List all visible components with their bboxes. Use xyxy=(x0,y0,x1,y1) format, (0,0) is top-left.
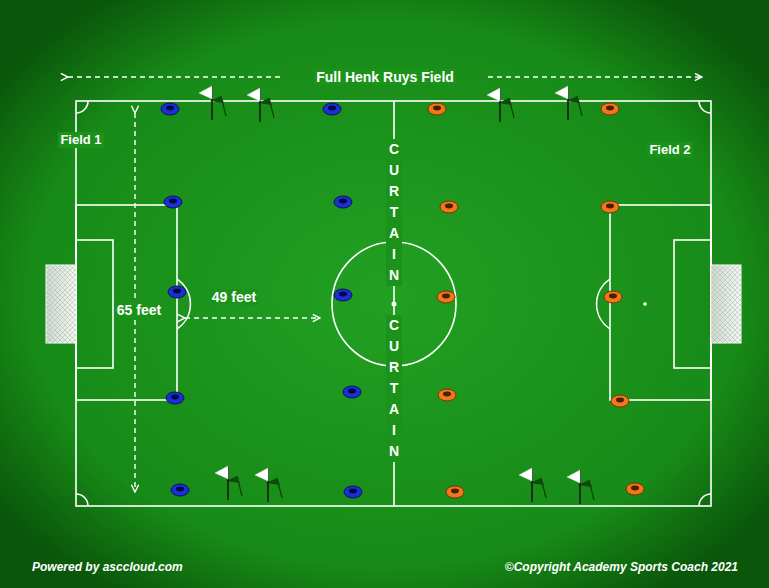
copyright-note: ©Copyright Academy Sports Coach 2021 xyxy=(503,560,740,574)
blue-cone xyxy=(334,196,352,208)
blue-cone xyxy=(334,289,352,301)
marker-flag xyxy=(247,88,274,122)
field-name: Field 2 xyxy=(647,142,692,158)
corner-arc xyxy=(699,494,711,506)
dimension-label: 65 feet xyxy=(115,302,163,319)
blue-cone xyxy=(343,386,361,398)
dimension-arrow xyxy=(68,76,282,77)
goal-box xyxy=(76,240,113,368)
marker-flag xyxy=(567,470,594,504)
orange-cone xyxy=(601,103,619,115)
field-title: Full Henk Ruys Field xyxy=(314,69,456,86)
marker-flag xyxy=(255,468,282,502)
orange-cone xyxy=(446,486,464,498)
orange-cone xyxy=(604,291,622,303)
footer-credit: Powered by asccloud.com xyxy=(30,560,185,574)
dimension-label: 49 feet xyxy=(210,289,258,306)
center-spot xyxy=(392,302,397,307)
dimension-arrow xyxy=(488,76,702,77)
marker-flag xyxy=(519,468,546,502)
dimension-arrow xyxy=(185,317,320,318)
goal-box xyxy=(674,240,711,368)
corner-arc xyxy=(76,494,88,506)
field-outline xyxy=(76,101,711,506)
orange-cone xyxy=(611,395,629,407)
goal-net xyxy=(46,265,76,343)
orange-cone xyxy=(601,201,619,213)
goal-net xyxy=(711,265,741,343)
marker-flag xyxy=(215,466,242,500)
curtain-label: CURTAIN xyxy=(386,139,401,286)
blue-cone xyxy=(164,196,182,208)
marker-flag xyxy=(487,88,514,122)
corner-arc xyxy=(76,101,88,113)
orange-cone xyxy=(626,483,644,495)
penalty-box xyxy=(610,205,711,400)
marker-flag xyxy=(199,86,226,120)
marker-flag xyxy=(555,86,582,120)
orange-cone xyxy=(428,103,446,115)
blue-cone xyxy=(168,286,186,298)
blue-cone xyxy=(161,103,179,115)
orange-cone xyxy=(438,389,456,401)
goal xyxy=(711,265,741,343)
corner-arc xyxy=(699,101,711,113)
blue-cone xyxy=(344,486,362,498)
blue-cone xyxy=(166,392,184,404)
penalty-arc xyxy=(597,279,610,329)
field-name: Field 1 xyxy=(58,132,103,148)
penalty-box xyxy=(76,205,177,400)
goal xyxy=(46,265,76,343)
blue-cone xyxy=(171,484,189,496)
curtain-label: CURTAIN xyxy=(386,315,401,462)
blue-cone xyxy=(323,103,341,115)
orange-cone xyxy=(437,291,455,303)
penalty-spot xyxy=(643,302,647,306)
orange-cone xyxy=(440,201,458,213)
